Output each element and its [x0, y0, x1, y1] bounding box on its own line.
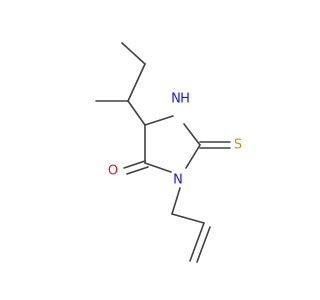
bond-ethyl-ch3-ch2: [121, 42, 146, 65]
atom-nh: N H: [171, 92, 190, 107]
bond-c5-n1: [144, 115, 174, 126]
atom-nh-h: H: [180, 92, 190, 107]
bond-ch-ch2-a: [189, 222, 205, 262]
bond-ethyl-ch2-ch: [127, 63, 146, 102]
bond-c4-o-a: [123, 160, 146, 169]
bond-n3-c4: [144, 162, 172, 173]
atom-o: O: [108, 164, 118, 179]
bond-n3-ch2: [171, 187, 181, 215]
bond-ch2-ch: [171, 213, 205, 224]
bond-c2-n3: [185, 144, 201, 169]
bond-ch-ch2-b: [196, 226, 211, 263]
bond-n1-c2: [183, 123, 201, 146]
atom-n3: N: [173, 173, 183, 188]
atom-s: S: [234, 138, 242, 153]
bond-c4-o-b: [126, 166, 149, 175]
atom-nh-n: N: [171, 92, 181, 107]
bond-ch-c5: [127, 100, 146, 126]
molecule-structure: N H N O S: [95, 42, 242, 263]
